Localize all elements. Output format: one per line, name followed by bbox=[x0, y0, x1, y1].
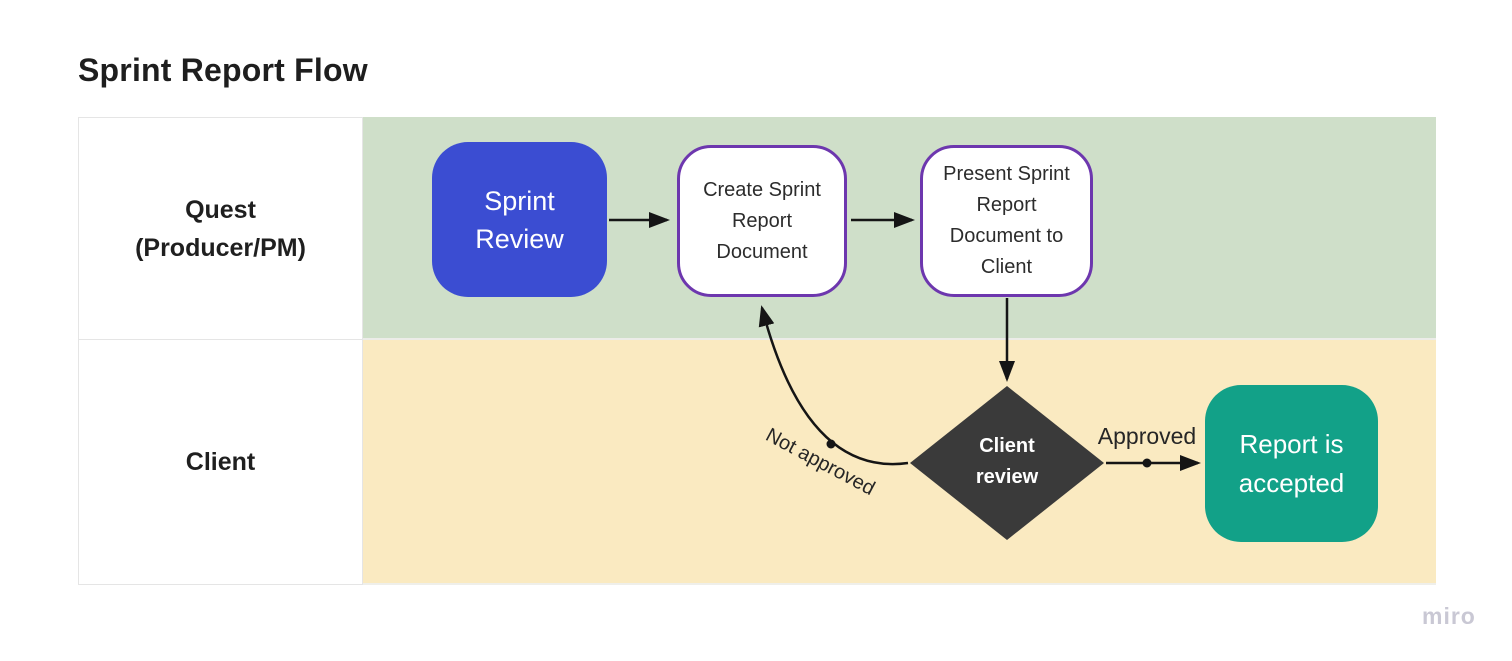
node-present-sprint-report-document[interactable]: Present Sprint Report Document to Client bbox=[920, 145, 1093, 297]
node-report-is-accepted[interactable]: Report is accepted bbox=[1205, 385, 1378, 542]
node-client-review-label: Client review bbox=[975, 435, 1039, 488]
lane-label-quest: Quest (Producer/PM) bbox=[78, 117, 363, 340]
edge-label-approved: Approved bbox=[1097, 423, 1197, 449]
node-sprint-review[interactable]: Sprint Review bbox=[432, 142, 607, 297]
lane-label-client: Client bbox=[78, 340, 363, 585]
page-title: Sprint Report Flow bbox=[78, 52, 368, 88]
miro-watermark: miro bbox=[1422, 603, 1476, 629]
node-create-sprint-report-document[interactable]: Create Sprint Report Document bbox=[677, 145, 847, 297]
